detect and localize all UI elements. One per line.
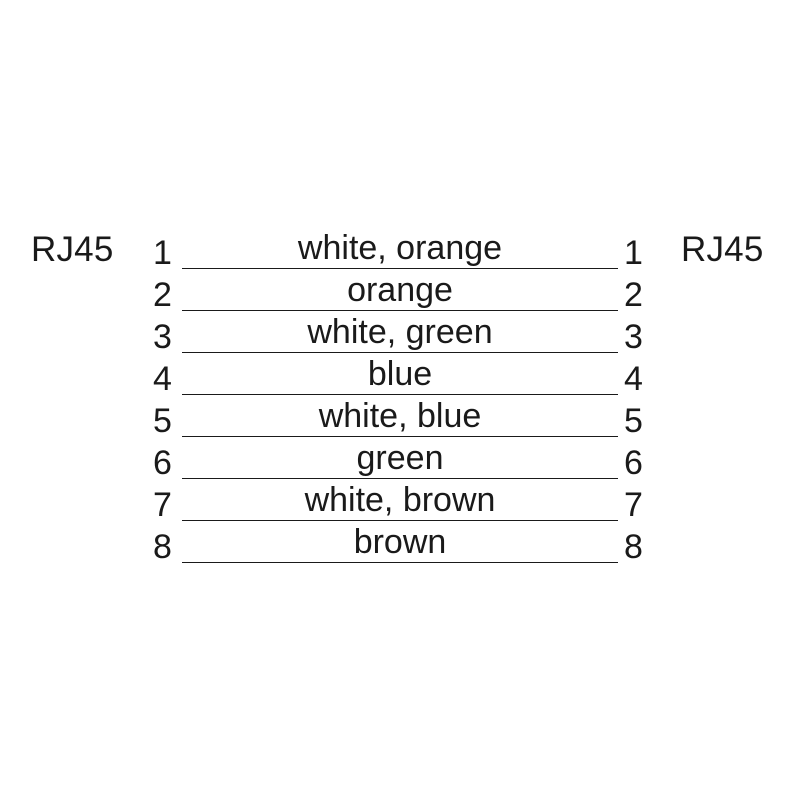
wire-connection-line xyxy=(182,478,618,479)
left-pin-number: 3 xyxy=(153,318,172,356)
right-pin-number: 5 xyxy=(624,402,643,440)
right-pin-number: 8 xyxy=(624,528,643,566)
wire-color-label: white, brown xyxy=(304,481,496,519)
wire-connection-line xyxy=(182,520,618,521)
wire-color-label: white, blue xyxy=(318,397,482,435)
right-pin-number: 6 xyxy=(624,444,643,482)
left-pin-number: 1 xyxy=(153,234,172,272)
wire-connection-line xyxy=(182,562,618,563)
wire-color-label: blue xyxy=(367,355,433,393)
wire-connection-line xyxy=(182,310,618,311)
right-pin-number: 1 xyxy=(624,234,643,272)
right-pin-number: 2 xyxy=(624,276,643,314)
left-connector-label: RJ45 xyxy=(31,230,114,269)
left-pin-number: 6 xyxy=(153,444,172,482)
left-pin-number: 8 xyxy=(153,528,172,566)
right-connector-label: RJ45 xyxy=(681,230,764,269)
right-pin-number: 3 xyxy=(624,318,643,356)
wire-color-label: orange xyxy=(347,271,453,309)
left-pin-number: 2 xyxy=(153,276,172,314)
left-pin-number: 4 xyxy=(153,360,172,398)
wire-connection-line xyxy=(182,268,618,269)
wire-color-label: brown xyxy=(353,523,447,561)
wire-connection-line xyxy=(182,436,618,437)
wire-color-label: green xyxy=(356,439,444,477)
left-pin-number: 5 xyxy=(153,402,172,440)
wire-connection-line xyxy=(182,394,618,395)
right-pin-number: 4 xyxy=(624,360,643,398)
left-pin-number: 7 xyxy=(153,486,172,524)
wire-color-label: white, orange xyxy=(297,229,503,267)
right-pin-number: 7 xyxy=(624,486,643,524)
wire-connection-line xyxy=(182,352,618,353)
wire-color-label: white, green xyxy=(307,313,493,351)
